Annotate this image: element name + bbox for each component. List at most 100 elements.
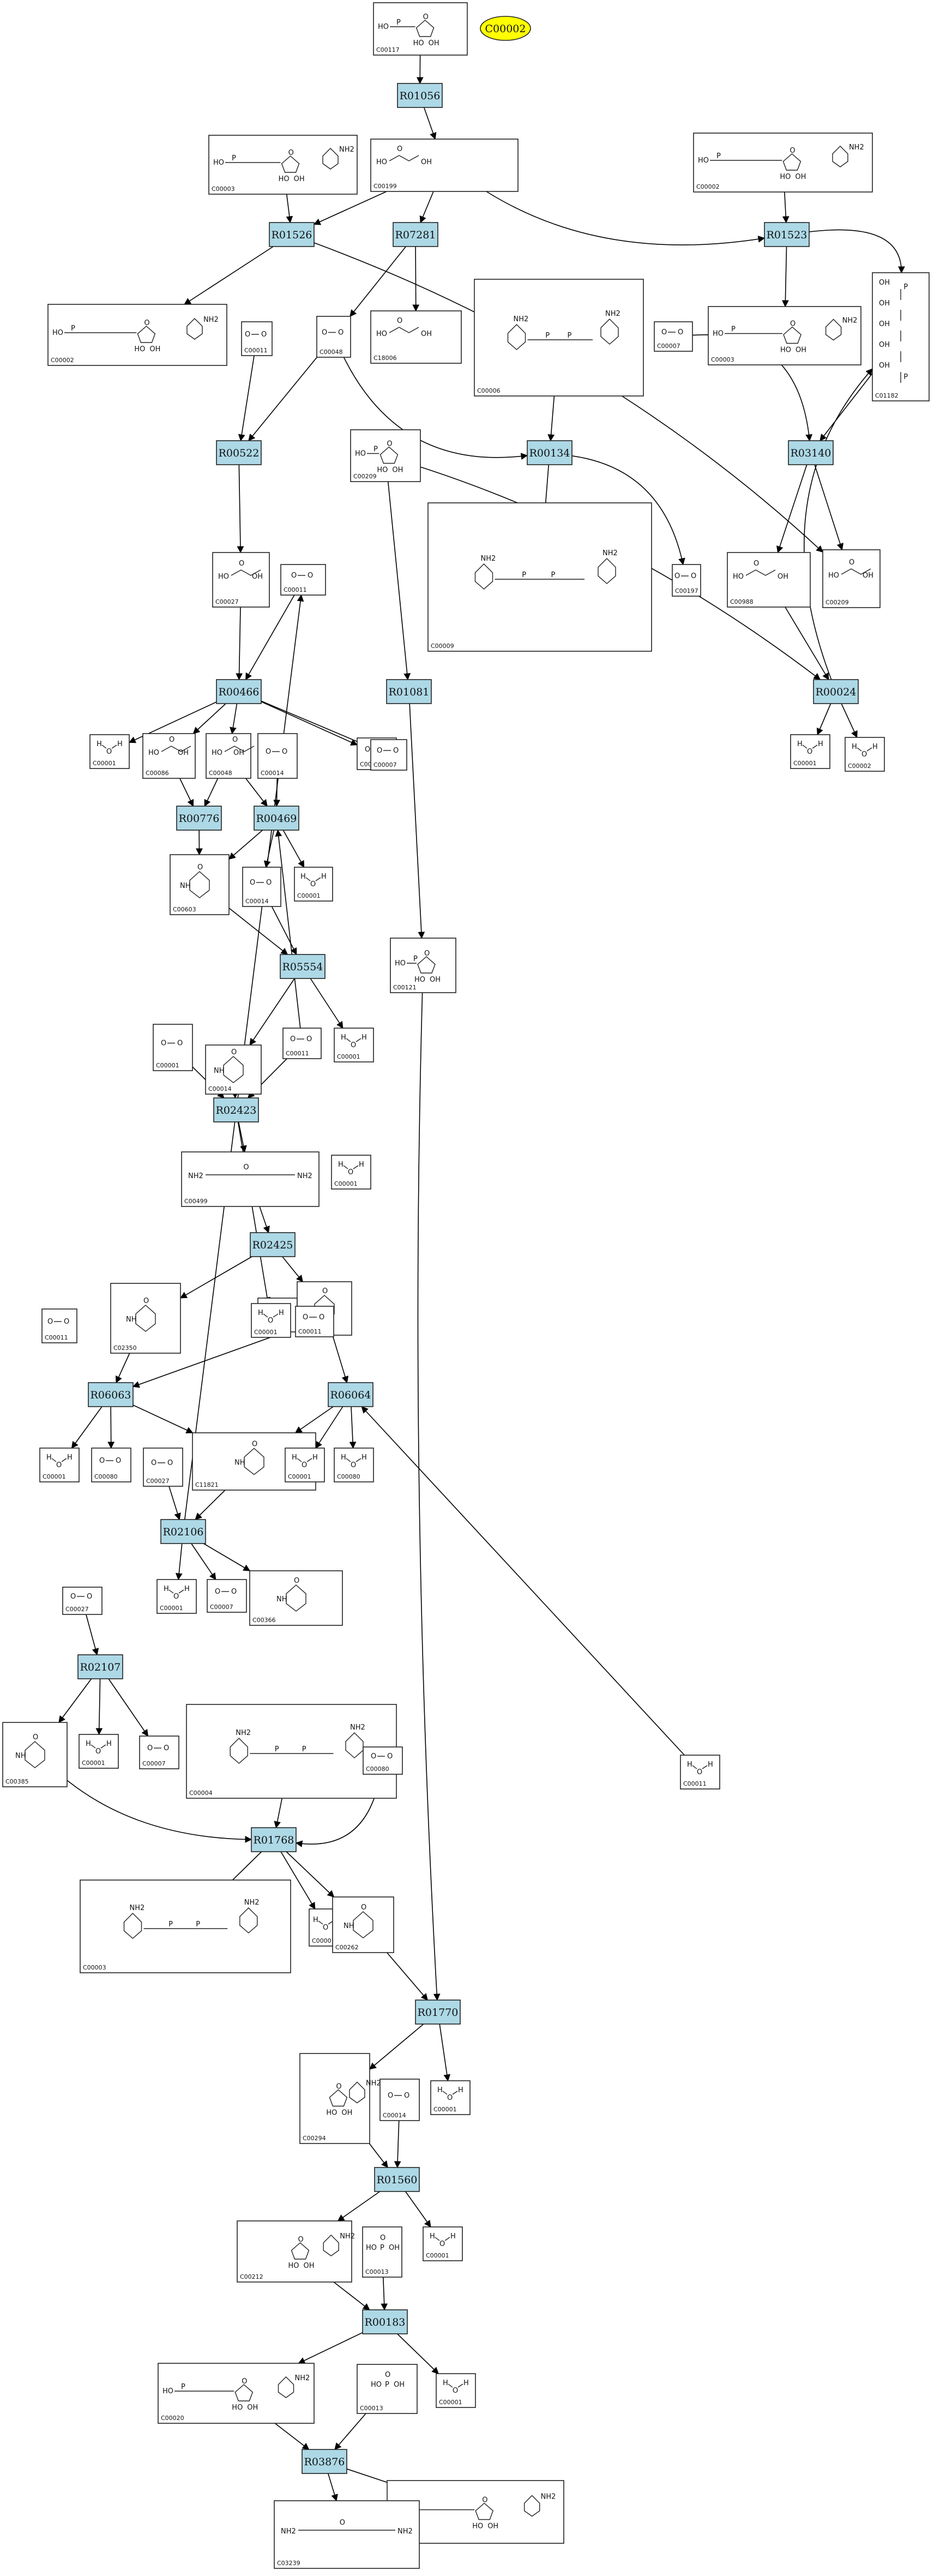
compound-box[interactable] [206, 733, 251, 779]
compound-box[interactable] [241, 321, 273, 356]
reaction-box[interactable] [213, 1097, 259, 1122]
compound-box[interactable] [257, 733, 298, 779]
reaction-r00469[interactable]: R00469 [254, 806, 299, 831]
reaction-r00134[interactable]: R00134 [527, 440, 573, 465]
compound-box[interactable] [251, 1303, 291, 1338]
compound-box[interactable] [708, 306, 861, 365]
reaction-r01768[interactable]: R01768 [251, 1827, 297, 1852]
reaction-box[interactable] [216, 679, 262, 704]
compound-box[interactable] [62, 1587, 103, 1615]
compound-box[interactable] [363, 1746, 403, 1775]
compound-box[interactable] [295, 1306, 334, 1337]
reaction-r01560[interactable]: R01560 [374, 2167, 420, 2192]
reaction-box[interactable] [302, 2449, 347, 2474]
reaction-box[interactable] [280, 954, 326, 979]
compound-box[interactable] [331, 1155, 371, 1190]
compound-box[interactable] [334, 1028, 374, 1062]
reaction-box[interactable] [160, 1519, 206, 1544]
compound-box[interactable] [430, 2080, 471, 2115]
compound-box[interactable] [680, 1755, 720, 1790]
compound-box[interactable] [822, 549, 881, 608]
compound-box[interactable] [39, 1448, 80, 1482]
reaction-box[interactable] [415, 1999, 461, 2025]
compound-box[interactable] [274, 2500, 420, 2569]
compound-box[interactable] [370, 139, 519, 192]
compound-box[interactable] [110, 1283, 181, 1354]
compound-box[interactable] [350, 429, 421, 482]
compound-box[interactable] [373, 2, 468, 56]
compound-box[interactable] [334, 1448, 374, 1482]
compound-box[interactable] [80, 1880, 291, 1973]
compound-box[interactable] [370, 310, 462, 364]
compound-box[interactable] [280, 564, 326, 596]
reaction-r03876[interactable]: R03876 [302, 2449, 347, 2474]
reaction-r02106[interactable]: R02106 [160, 1519, 206, 1544]
reaction-r02425[interactable]: R02425 [250, 1232, 296, 1257]
compound-box[interactable] [249, 1570, 343, 1626]
reaction-box[interactable] [251, 1827, 297, 1852]
compound-box[interactable] [79, 1734, 119, 1769]
compound-box[interactable] [143, 1448, 183, 1487]
reaction-box[interactable] [527, 440, 573, 465]
compound-box[interactable] [693, 133, 873, 193]
compound-box[interactable] [205, 1044, 262, 1095]
reaction-r01770[interactable]: R01770 [415, 1999, 461, 2025]
compound-box[interactable] [845, 737, 885, 772]
compound-box[interactable] [170, 854, 230, 915]
compound-box[interactable] [379, 2079, 420, 2121]
compound-box[interactable] [212, 552, 270, 608]
compound-box[interactable] [423, 2226, 463, 2261]
compound-box[interactable] [362, 2226, 402, 2278]
reaction-r01526[interactable]: R01526 [269, 222, 315, 247]
reaction-box[interactable] [362, 2309, 408, 2334]
compound-box[interactable] [2, 1722, 68, 1787]
compound-box[interactable] [181, 1151, 320, 1207]
reaction-box[interactable] [397, 83, 443, 108]
reaction-r02107[interactable]: R02107 [77, 1654, 123, 1679]
compound-box[interactable] [285, 1448, 325, 1482]
reaction-box[interactable] [813, 679, 859, 704]
compound-box[interactable] [294, 867, 333, 902]
reaction-r00183[interactable]: R00183 [362, 2309, 408, 2334]
